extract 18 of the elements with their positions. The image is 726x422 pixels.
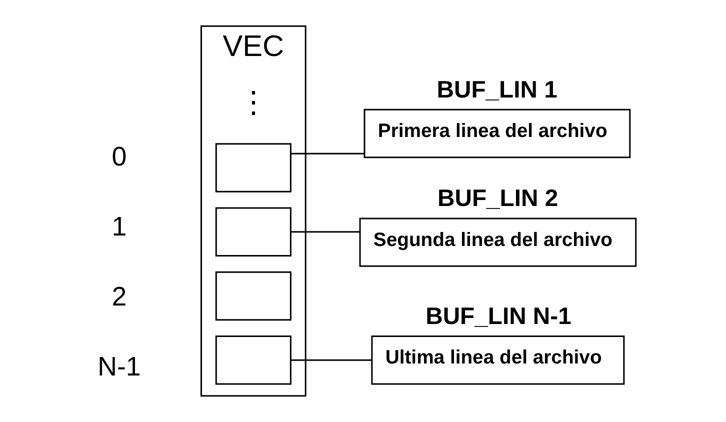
- node-label: 0: [112, 141, 127, 172]
- node-label: BUF_LIN 2: [438, 185, 558, 212]
- node-box: Ultima linea del archivo: [371, 336, 625, 385]
- node-box: Primera linea del archivo: [364, 108, 631, 158]
- label: ⋮: [238, 86, 268, 120]
- node-label: BUF_LIN 1: [436, 76, 558, 104]
- node-label: BUF_LIN N-1: [426, 303, 572, 330]
- node-label: 2: [112, 282, 127, 312]
- node-box: [215, 271, 292, 321]
- node-box: [215, 207, 292, 256]
- node-label: N-1: [98, 352, 141, 382]
- connector: [291, 231, 360, 233]
- node-box: [215, 336, 292, 385]
- connector: [290, 152, 364, 154]
- node-box: Segunda linea del archivo: [359, 218, 637, 267]
- node-label: 1: [112, 211, 127, 242]
- node-box: [215, 143, 292, 192]
- connector: [291, 359, 372, 361]
